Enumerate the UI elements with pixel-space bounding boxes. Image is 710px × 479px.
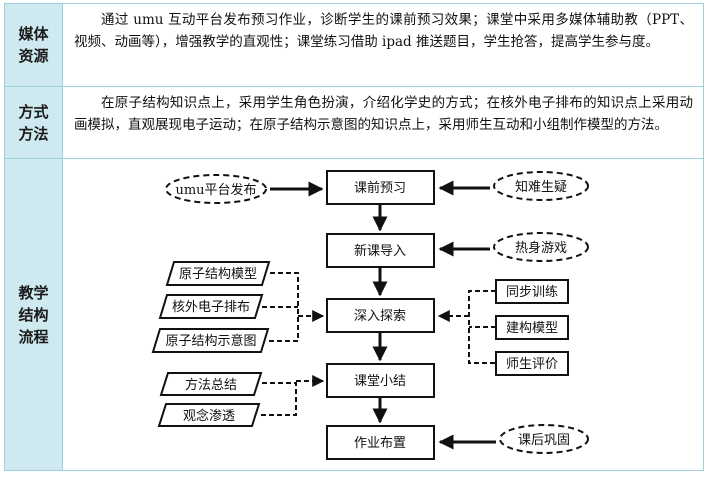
explore-output-lines	[437, 290, 496, 364]
label-line: 结构	[18, 305, 49, 324]
label-line: 资源	[18, 47, 49, 65]
step-box-preview	[326, 170, 435, 205]
output-evaluation	[495, 351, 569, 376]
oval-warmup	[493, 232, 589, 262]
methods-label: 方式 方法	[5, 87, 63, 158]
input-atom-diagram-label: 原子结构示意图	[165, 333, 256, 349]
oval-umu-label: umu平台发布	[175, 182, 256, 198]
teaching-flow-row: 教学 结构 流程	[5, 159, 703, 470]
output-sync-practice-label: 同步训练	[506, 285, 558, 300]
input-atom-model	[165, 261, 271, 286]
step-box-intro	[326, 233, 435, 268]
step-label-preview: 课前预习	[354, 180, 406, 196]
input-method-summary	[159, 372, 263, 396]
input-electron-config	[158, 294, 264, 319]
input-atom-model-label: 原子结构模型	[179, 267, 257, 282]
oval-doubt-label: 知难生疑	[515, 179, 567, 195]
lesson-plan-table: 媒体 资源 通过 umu 互动平台发布预习作业，诊断学生的课前预习效果；课堂中采…	[4, 3, 704, 471]
media-resources-text: 通过 umu 互动平台发布预习作业，诊断学生的课前预习效果；课堂中采用多媒体辅助…	[64, 4, 703, 86]
explore-input-shapes	[151, 261, 271, 353]
oval-consolidate	[499, 424, 589, 454]
input-concept-label: 观念渗透	[183, 408, 235, 424]
input-concept	[157, 403, 261, 427]
explore-input-lines	[262, 272, 325, 342]
label-line: 媒体	[18, 25, 49, 43]
step-label-summary: 课堂小结	[354, 374, 406, 389]
flow-diagram-svg: 课前预习 新课导入 深入探索 课堂小结 作业布置 umu平台发布	[151, 170, 589, 460]
output-evaluation-label: 师生评价	[506, 357, 558, 372]
explore-output-boxes	[495, 279, 569, 376]
step-box-summary	[326, 363, 435, 398]
teaching-flow-label: 教学 结构 流程	[5, 159, 63, 470]
step-label-intro: 新课导入	[354, 243, 406, 259]
step-box-explore	[326, 298, 435, 333]
label-line: 方法	[18, 124, 49, 143]
main-step-boxes	[326, 170, 435, 460]
flow-diagram: 课前预习 新课导入 深入探索 课堂小结 作业布置 umu平台发布	[64, 159, 703, 470]
label-line: 流程	[18, 327, 49, 346]
bracket-line	[260, 382, 297, 416]
summary-input-shapes	[157, 372, 263, 427]
media-resources-row: 媒体 资源 通过 umu 互动平台发布预习作业，诊断学生的课前预习效果；课堂中采…	[5, 4, 703, 87]
step-label-explore: 深入探索	[354, 309, 406, 324]
media-resources-label: 媒体 资源	[5, 4, 63, 86]
bracket-line	[468, 290, 496, 364]
methods-text: 在原子结构知识点上，采用学生角色扮演，介绍化学史的方式；在核外电子排布的知识点上…	[64, 87, 703, 158]
oval-umu	[165, 174, 267, 204]
step-box-homework	[326, 425, 435, 460]
step-label-homework: 作业布置	[354, 436, 406, 451]
methods-row: 方式 方法 在原子结构知识点上，采用学生角色扮演，介绍化学史的方式；在核外电子排…	[5, 87, 703, 159]
input-atom-diagram	[151, 328, 270, 353]
output-build-model-label: 建构模型	[506, 321, 558, 336]
oval-doubt	[493, 171, 589, 201]
summary-input-lines	[260, 375, 325, 416]
label-line: 方式	[18, 102, 49, 121]
oval-consolidate-label: 课后巩固	[518, 433, 570, 448]
input-electron-config-label: 核外电子排布	[172, 300, 250, 315]
input-method-summary-label: 方法总结	[185, 377, 237, 393]
label-line: 教学	[18, 283, 49, 302]
oval-warmup-label: 热身游戏	[515, 240, 567, 256]
